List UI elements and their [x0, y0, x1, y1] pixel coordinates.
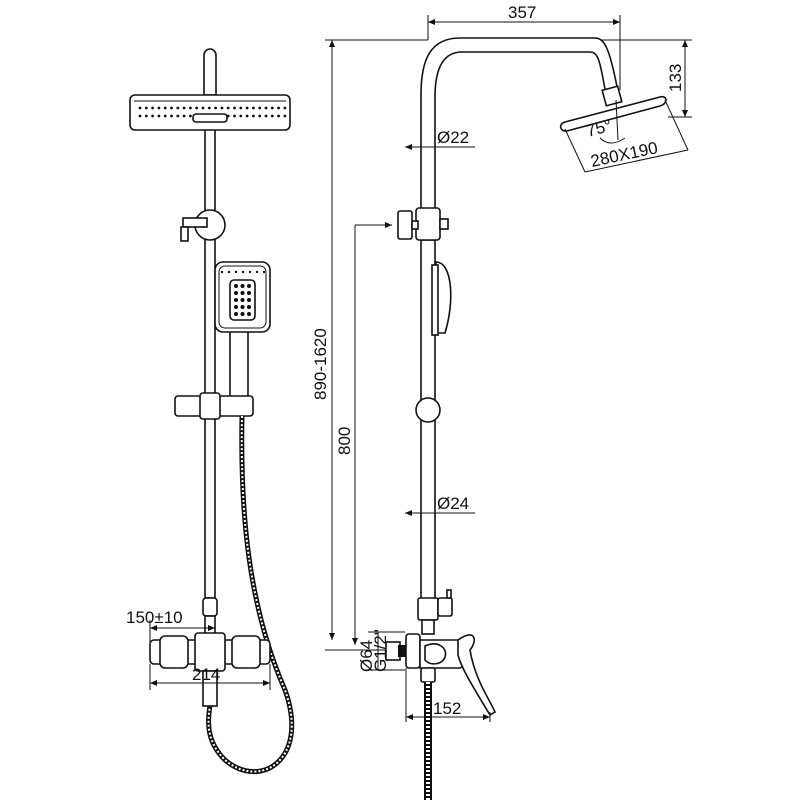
dim-total-height: 890-1620	[311, 39, 428, 651]
flange-diameter-label: Ø64	[357, 640, 376, 672]
hand-nozzle-dot	[247, 291, 251, 295]
rain-nozzle-dot	[176, 106, 180, 110]
rain-nozzle-dot	[182, 106, 186, 110]
rain-nozzle-dot	[283, 114, 287, 118]
rain-nozzle-dot	[163, 114, 167, 118]
rain-nozzle-dot	[220, 106, 224, 110]
rain-nozzle-dot	[239, 106, 243, 110]
hand-nozzle-dot	[220, 270, 224, 274]
hand-nozzle-dot	[240, 284, 245, 288]
rain-nozzle-dot	[170, 106, 173, 110]
front-slide-holder	[174, 392, 254, 420]
rain-nozzle-dot	[283, 106, 287, 110]
lower-pipe-diameter-label: Ø24	[437, 494, 469, 513]
rain-nozzle-dot	[226, 106, 230, 110]
rain-nozzle-dot	[189, 106, 192, 110]
rain-nozzle-dot	[151, 106, 155, 110]
upper-pipe-diameter-label: Ø22	[437, 128, 469, 147]
rain-nozzle-dot	[176, 114, 180, 118]
inlet-centers-label: 150±10	[126, 608, 183, 627]
hand-nozzle-dot	[234, 270, 238, 274]
hand-nozzle-dot	[248, 270, 252, 274]
rain-nozzle-dot	[264, 114, 268, 118]
rain-nozzle-dot	[277, 114, 280, 118]
side-view: 75° 280X190 357 133 Ø22	[311, 3, 692, 800]
front-hand-shower	[214, 261, 271, 406]
rain-nozzle-dot	[138, 106, 142, 110]
rain-nozzle-dot	[258, 114, 262, 118]
dim-mixer-to-diverter: 800	[335, 222, 392, 645]
rain-nozzle-dot	[245, 114, 249, 118]
hand-nozzle-dot	[240, 291, 245, 295]
front-diverter	[180, 209, 226, 242]
total-height-label: 890-1620	[311, 328, 330, 400]
head-height-label: 133	[666, 64, 685, 92]
dim-arm-reach: 357	[427, 3, 621, 90]
rain-nozzle-dot	[163, 106, 167, 110]
mixer-depth-label: 152	[433, 699, 461, 718]
hand-nozzle-dot	[234, 298, 238, 302]
hand-nozzle-dot	[234, 312, 238, 316]
hand-nozzle-dot	[247, 298, 251, 302]
rain-nozzle-dot	[239, 114, 243, 118]
dim-upper-pipe: Ø22	[405, 128, 475, 150]
rain-nozzle-dot	[252, 114, 255, 118]
rain-nozzle-dot	[233, 114, 236, 118]
rain-nozzle-dot	[170, 114, 173, 118]
front-hose	[206, 415, 295, 774]
rain-nozzle-dot	[258, 106, 262, 110]
rain-nozzle-dot	[214, 106, 218, 110]
hand-nozzle-dot	[247, 305, 251, 309]
hand-nozzle-dot	[234, 284, 238, 288]
hand-nozzle-dot	[255, 270, 259, 274]
hand-nozzle-dot	[247, 284, 251, 288]
rain-nozzle-dot	[207, 106, 211, 110]
rain-nozzle-dot	[270, 114, 274, 118]
rain-nozzle-dot	[157, 114, 161, 118]
thread-label: G1/2"	[371, 629, 390, 672]
side-slide-knob	[415, 397, 441, 423]
rain-nozzle-dot	[151, 114, 155, 118]
rain-nozzle-dot	[277, 106, 280, 110]
mixer-width-label: 214	[192, 665, 220, 684]
rain-nozzle-dot	[144, 114, 148, 118]
rain-nozzle-dot	[201, 106, 205, 110]
rain-nozzle-dot	[138, 114, 142, 118]
rain-nozzle-dot	[157, 106, 161, 110]
hand-nozzle-dot	[247, 312, 251, 316]
arm-reach-label: 357	[508, 3, 536, 22]
hand-nozzle-dot	[227, 270, 231, 274]
dim-head-height: 133	[600, 39, 692, 118]
dim-lower-pipe: Ø24	[405, 494, 475, 516]
mixer-to-diverter-label: 800	[335, 427, 354, 455]
rain-nozzle-dot	[189, 114, 192, 118]
dim-flange: Ø64 G1/2"	[357, 629, 405, 672]
hand-nozzle-dot	[234, 305, 238, 309]
side-mixer	[385, 589, 497, 717]
hand-nozzle-dot	[241, 270, 245, 274]
hand-nozzle-dot	[234, 291, 238, 295]
front-view: 150±10 214	[126, 48, 295, 774]
rain-nozzle-dot	[252, 106, 255, 110]
rain-nozzle-dot	[182, 114, 186, 118]
hand-nozzle-dot	[240, 298, 245, 302]
dim-mixer-depth: 152	[405, 668, 491, 722]
rain-nozzle-dot	[264, 106, 268, 110]
rain-nozzle-dot	[270, 106, 274, 110]
rain-nozzle-dot	[144, 106, 148, 110]
front-rain-head	[129, 94, 291, 131]
side-hand-shower	[431, 261, 452, 336]
rain-nozzle-dot	[195, 106, 199, 110]
side-diverter	[397, 207, 449, 241]
hand-nozzle-dot	[240, 312, 245, 316]
dim-mixer-width: 214	[149, 664, 271, 690]
side-rain-head	[559, 85, 689, 173]
hand-nozzle-dot	[262, 270, 266, 274]
dim-inlet-centers: 150±10	[126, 608, 215, 660]
head-size-label: 280X190	[589, 138, 660, 171]
front-mixer	[149, 597, 271, 707]
rain-nozzle-dot	[245, 106, 249, 110]
rain-nozzle-dot	[233, 106, 236, 110]
hand-nozzle-dot	[240, 305, 245, 309]
